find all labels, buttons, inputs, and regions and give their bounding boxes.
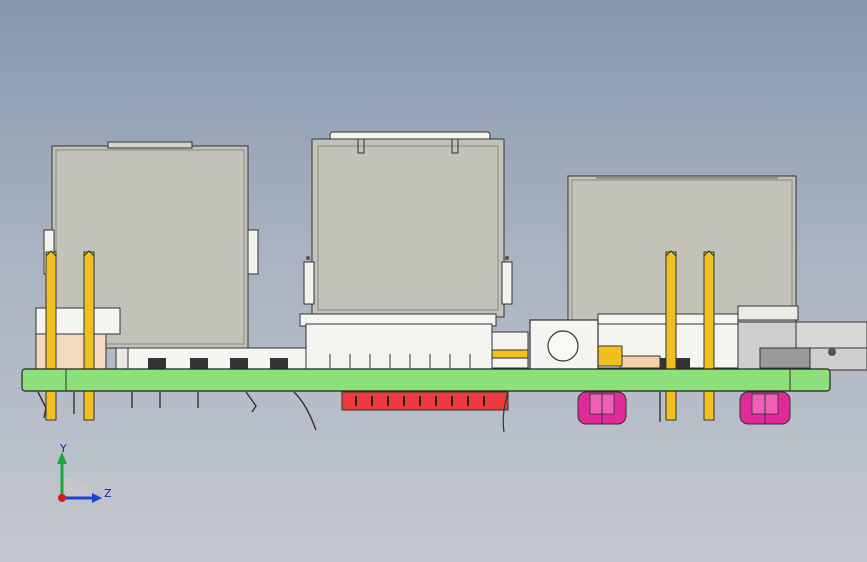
- led-left: [577, 391, 627, 425]
- red-connector: [341, 391, 509, 433]
- z-axis-arrow: [92, 493, 102, 503]
- y-axis-label: Y: [59, 442, 67, 455]
- right-barrel-jack: [737, 305, 867, 371]
- y-axis-arrow: [57, 452, 67, 464]
- left-pin-strip: [115, 347, 307, 373]
- right-pins: [665, 250, 715, 421]
- right-jack-housing: [567, 175, 797, 325]
- center-white-socket: [299, 313, 529, 371]
- tactile-switch: [529, 319, 599, 371]
- center-jack-housing: [303, 131, 513, 318]
- z-axis-label: Z: [104, 487, 112, 500]
- left-pin-header: [35, 250, 121, 421]
- led-right: [739, 391, 791, 425]
- pcb-board: [21, 368, 831, 392]
- bottom-leads-left: [37, 391, 317, 431]
- coordinate-triad[interactable]: Y Z: [57, 442, 112, 503]
- x-axis-origin: [58, 494, 66, 502]
